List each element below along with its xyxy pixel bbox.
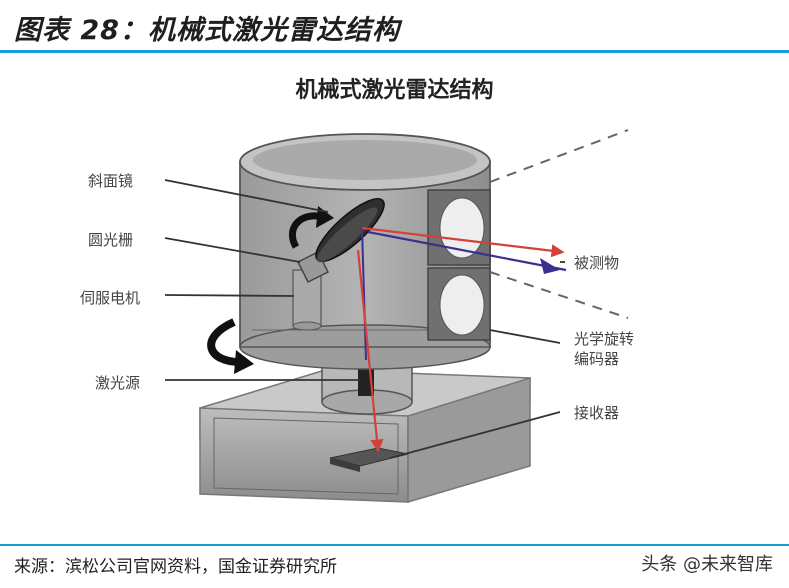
diagram-title: 机械式激光雷达结构 bbox=[295, 78, 494, 103]
optical-encoder bbox=[427, 189, 491, 341]
fov-line-lower bbox=[489, 271, 629, 319]
label-grating: 圆光栅 bbox=[88, 231, 134, 249]
header-rule bbox=[0, 50, 789, 53]
return-beam-arrowhead bbox=[540, 258, 560, 274]
figure-header: 图表 28：机械式激光雷达结构 bbox=[0, 0, 789, 52]
mirror-rotation-arrowhead bbox=[316, 206, 334, 228]
watermark: 头条 @未来智库 bbox=[641, 554, 773, 575]
fov-line-upper bbox=[489, 129, 629, 183]
housing-rotation-arrow bbox=[207, 318, 241, 366]
label-encoder-line2: 编码器 bbox=[574, 350, 620, 368]
return-downbeam bbox=[356, 249, 384, 453]
mirror-rotation-arrow bbox=[288, 212, 319, 249]
label-encoder-line1: 光学旋转 bbox=[574, 330, 635, 348]
leader-encoder bbox=[489, 329, 561, 344]
laser-outbeam bbox=[361, 226, 565, 258]
label-laser-source: 激光源 bbox=[95, 374, 141, 392]
mirror-assembly bbox=[296, 198, 385, 284]
label-mirror: 斜面镜 bbox=[88, 172, 134, 190]
label-target: 被测物 bbox=[574, 254, 620, 272]
leader-grating bbox=[164, 237, 301, 263]
laser-upbeam bbox=[361, 227, 367, 361]
figure-title: 图表 28：机械式激光雷达结构 bbox=[14, 15, 400, 46]
housing-rotation-arrowhead bbox=[234, 350, 254, 374]
leader-mirror bbox=[164, 179, 329, 213]
footer-rule bbox=[0, 544, 789, 546]
source-note: 来源：滨松公司官网资料，国金证券研究所 bbox=[14, 557, 337, 577]
label-servo-motor: 伺服电机 bbox=[80, 289, 141, 307]
label-receiver: 接收器 bbox=[574, 404, 620, 422]
leader-servo bbox=[164, 294, 295, 297]
return-beam bbox=[367, 230, 567, 272]
leader-receiver bbox=[389, 411, 561, 459]
